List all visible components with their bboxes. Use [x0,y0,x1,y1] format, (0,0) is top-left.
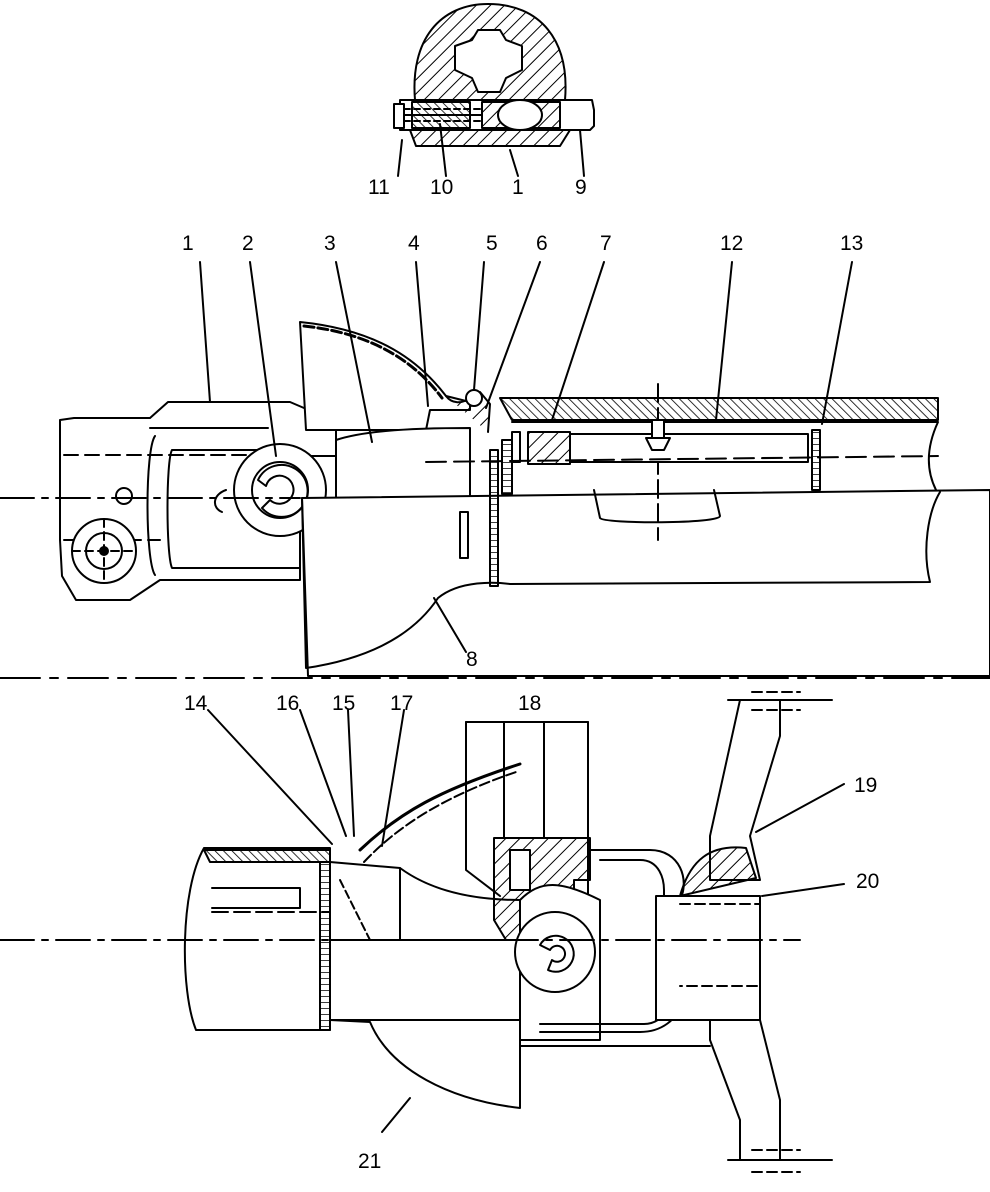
callout-8: 8 [466,648,478,671]
detail-callouts: 11 10 1 9 [368,176,587,199]
callout-17: 17 [390,692,413,715]
upper-driveline-assembly [59,321,990,677]
callout-14: 14 [184,692,208,715]
callout-21: 21 [358,1150,381,1173]
callout-5: 5 [486,232,498,255]
callout-6: 6 [536,232,548,255]
callout-11: 11 [368,176,390,199]
callout-19: 19 [854,774,877,797]
callout-20: 20 [856,870,879,893]
callout-2: 2 [242,232,254,255]
callout-15: 15 [332,692,355,715]
callout-16: 16 [276,692,299,715]
callout-3: 3 [324,232,336,255]
lower-callouts: 14 16 15 17 18 19 20 21 [184,692,879,1173]
callout-13: 13 [840,232,863,255]
callout-1: 1 [182,232,194,255]
callout-10: 10 [430,176,453,199]
callout-1-detail: 1 [512,176,524,199]
lower-driveline-assembly [183,691,833,1173]
callout-18: 18 [518,692,541,715]
callout-9: 9 [575,176,587,199]
callout-4: 4 [408,232,420,255]
yoke-cross-section-detail [393,3,595,147]
upper-callouts: 1 2 3 4 5 6 7 12 13 8 [182,232,863,671]
callout-7: 7 [600,232,612,255]
leader-lines [199,123,853,1133]
callout-12: 12 [720,232,743,255]
